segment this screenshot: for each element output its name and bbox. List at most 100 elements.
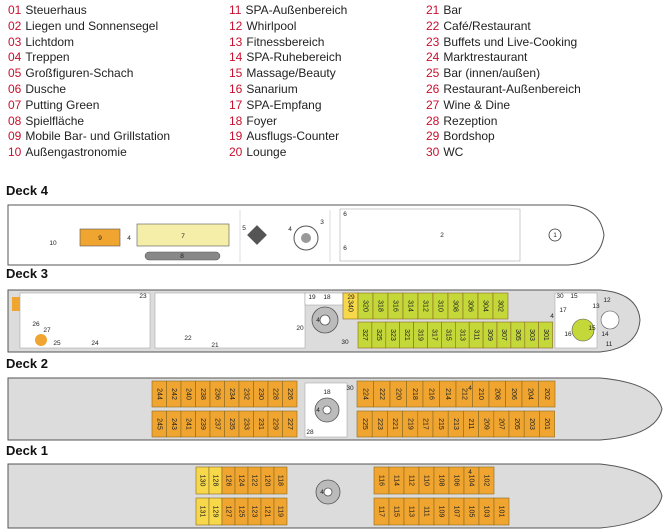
area-label: 18 — [323, 389, 331, 396]
cabin-number: 219 — [406, 418, 413, 430]
cabin-number: 228 — [271, 388, 278, 400]
legend-label: Rezeption — [443, 113, 498, 128]
cabin-number: 123 — [251, 506, 258, 518]
cabin-number: 114 — [393, 475, 400, 486]
cabin-number: 111 — [423, 506, 430, 517]
cabin-number: 215 — [437, 418, 444, 430]
area-label: 20 — [296, 325, 304, 332]
legend-label: SPA-Außenbereich — [245, 3, 348, 17]
legend-label: Liegen und Sonnensegel — [25, 18, 159, 33]
cabin-number: 240 — [184, 388, 191, 400]
legend-label: Steuerhaus — [25, 3, 87, 17]
cabin-number: 241 — [184, 418, 191, 430]
cabin-number: 304 — [482, 300, 489, 312]
legend-label: Massage/Beauty — [246, 66, 336, 81]
cabin-number: 214 — [444, 388, 451, 400]
cabin-number: 325 — [375, 329, 382, 341]
area-label: 4 — [468, 469, 472, 476]
legend-number: 16 — [229, 81, 243, 96]
legend-number: 09 — [8, 129, 22, 144]
cabin-number: 222 — [378, 388, 385, 400]
area-label: 3 — [320, 219, 324, 226]
legend-label: Wine & Dine — [443, 97, 511, 112]
cabin-number: 238 — [199, 388, 206, 400]
cabin-number: 232 — [242, 388, 249, 400]
area-label: 17 — [559, 307, 567, 314]
legend-label: Bar — [443, 3, 463, 17]
cabin-number: 226 — [286, 388, 293, 400]
area-label: 30 — [346, 385, 354, 392]
cabin-number: 130 — [199, 475, 206, 487]
legend-label: Bar (innen/außen) — [443, 66, 541, 81]
cabin — [273, 497, 288, 526]
legend-number: 05 — [8, 66, 22, 81]
deck-1-title: Deck 1 — [6, 443, 48, 458]
area-label: 15 — [588, 325, 596, 332]
cabin-number: 313 — [458, 329, 465, 341]
cabin-number: 118 — [277, 475, 284, 486]
area-label: 28 — [306, 429, 314, 436]
cabin-number: 309 — [486, 329, 493, 341]
cabin — [539, 410, 555, 438]
legend-number: 15 — [229, 66, 243, 81]
cabin-number: 227 — [286, 418, 293, 430]
cabin-number: 301 — [542, 329, 549, 341]
legend-number: 10 — [8, 145, 22, 160]
cabin-number: 103 — [483, 506, 490, 518]
cabin — [282, 380, 298, 408]
legend-number: 27 — [426, 97, 440, 112]
cabin-number: 239 — [199, 418, 206, 430]
cabin-number: 305 — [514, 329, 521, 341]
cabin-number: 110 — [423, 475, 430, 486]
deck-3-title: Deck 3 — [6, 266, 48, 281]
cabin-number: 127 — [225, 506, 232, 518]
cabin-number: 201 — [543, 418, 550, 430]
legend-number: 23 — [426, 34, 440, 49]
deck-2-title: Deck 2 — [6, 356, 48, 371]
area-label: 1 — [553, 232, 557, 239]
cabin-number: 233 — [242, 418, 249, 430]
area-label: 6 — [343, 245, 347, 252]
area-label: 4 — [288, 226, 292, 233]
legend-label: Lounge — [246, 145, 287, 160]
legend-number: 24 — [426, 50, 440, 65]
cabin-number: 220 — [394, 388, 401, 400]
cabin-number: 236 — [213, 388, 220, 400]
area-label: 19 — [308, 294, 316, 301]
area-label: 22 — [184, 335, 192, 342]
cabin-number: 128 — [212, 475, 219, 487]
legend-number: 01 — [8, 3, 22, 17]
cabin — [538, 321, 553, 349]
cabin-number: 129 — [212, 506, 219, 518]
cabin-number: 217 — [422, 418, 429, 430]
legend-label: Café/Restaurant — [443, 18, 531, 33]
cabin-number: 212 — [460, 388, 467, 400]
cabin-number: 202 — [543, 388, 550, 400]
cabin-number: 303 — [528, 329, 535, 341]
cabin-number: 306 — [467, 300, 474, 312]
legend-label: SPA-Ruhebereich — [246, 50, 342, 65]
legend-number: 11 — [229, 3, 242, 17]
cabin-number: 318 — [377, 300, 384, 312]
cabin-number: 245 — [155, 418, 162, 430]
cabin-number: 340 — [347, 300, 354, 312]
legend-number: 03 — [8, 34, 22, 49]
deck-4-details — [79, 208, 562, 262]
cabin-number: 243 — [170, 418, 177, 430]
area-label: 27 — [43, 327, 51, 334]
